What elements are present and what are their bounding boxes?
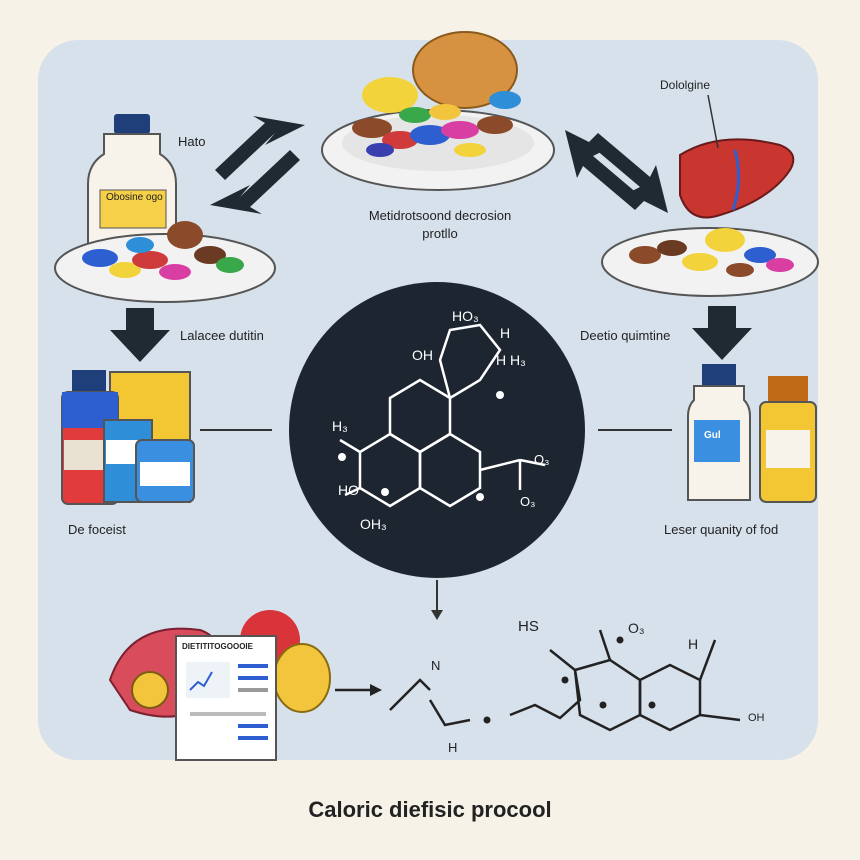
molecule-dots [338, 391, 504, 501]
down-connector-head [431, 610, 443, 620]
bottom-molecule-o: O₃ [628, 620, 645, 636]
molecule-label-left-h: H₃ [332, 418, 348, 434]
bottom-molecule-n: N [431, 658, 441, 673]
molecule-label-left-ho: HO [338, 482, 359, 498]
molecule-label-bottom-oh: OH₃ [360, 516, 387, 532]
left-supplement-bottle [87, 114, 177, 251]
liver-organ [679, 94, 795, 219]
food-and-chart-group [108, 610, 331, 761]
diagram-title: Caloric diefisic procool [308, 797, 552, 822]
bottom-molecule-structure [389, 629, 741, 732]
center-food-plate [321, 31, 555, 191]
bottom-molecule-h-top: H [688, 636, 699, 652]
bottom-molecule-right-oh: OH [748, 712, 765, 724]
label-right-middle: Deetio quimtine [580, 328, 671, 343]
molecule-label-right-o2: O₃ [520, 494, 536, 509]
bottom-molecule-dots [483, 636, 656, 724]
label-left-bottom: De foceist [68, 522, 126, 537]
label-right-bottom: Leser quanity of fod [664, 522, 779, 537]
molecule-label-h3: H H₃ [496, 352, 526, 368]
bottom-molecule-hs: HS [518, 618, 539, 635]
label-top-left-bottle: Hato [178, 134, 206, 149]
label-center-plate: Metidrotsoond decrosion protllo [368, 208, 512, 241]
label-top-right: Dololgine [660, 78, 711, 92]
label-bottle: Obosine ogo [106, 192, 163, 203]
left-supplement-products [61, 370, 195, 505]
label-left-middle: Lalacee dutitin [180, 328, 264, 343]
flow-arrow-head [370, 684, 382, 696]
right-supplement-bottles [687, 364, 817, 503]
molecule-circle [289, 282, 585, 578]
label-right-bottle: Gul [704, 430, 721, 441]
down-arrow-left [110, 308, 170, 362]
molecule-label-oh-top: OH [412, 347, 433, 363]
double-arrow-left [210, 116, 305, 214]
down-arrow-right [692, 306, 752, 360]
double-arrow-right [565, 130, 668, 213]
molecule-label-top1: HO₃ [452, 308, 479, 324]
right-food-plate [601, 227, 819, 297]
molecule-label-right-o: O₃ [534, 452, 550, 467]
left-food-plate [54, 221, 276, 303]
molecule-structure [339, 323, 546, 508]
bottom-molecule-h-bottom: H [448, 740, 458, 755]
label-chart-sheet: DIETITITOGOOOIE [182, 642, 253, 651]
molecule-label-top2: H [500, 325, 511, 341]
